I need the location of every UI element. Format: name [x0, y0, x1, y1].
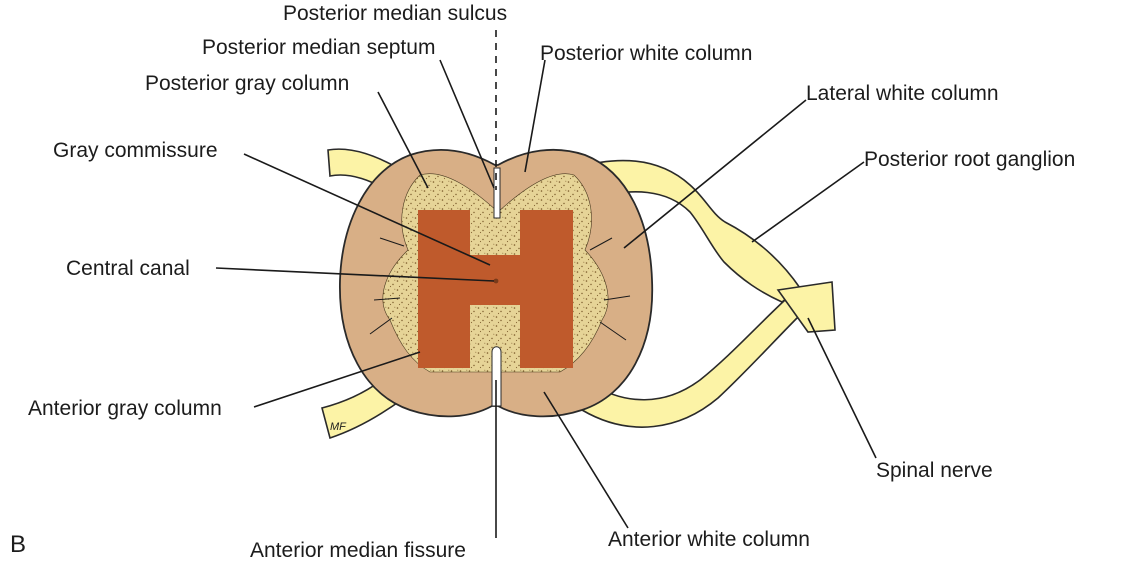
central-canal [493, 278, 499, 284]
label-spinal-nerve: Spinal nerve [876, 459, 993, 482]
label-gray-commissure: Gray commissure [53, 139, 218, 162]
label-posterior-white-column: Posterior white column [540, 42, 752, 65]
panel-letter: B [10, 531, 26, 558]
label-lateral-white-column: Lateral white column [806, 82, 999, 105]
anterior-median-fissure [491, 346, 502, 407]
leader-lateral-white-column [623, 99, 807, 249]
leader-posterior-root-ganglion [751, 161, 865, 243]
label-anterior-white-column: Anterior white column [608, 528, 810, 551]
labels: Posterior median sulcus Posterior median… [10, 2, 1075, 562]
label-posterior-median-septum: Posterior median septum [202, 36, 435, 59]
label-central-canal: Central canal [66, 257, 190, 280]
leader-central-canal [215, 267, 495, 282]
leader-anterior-white-column [543, 391, 629, 529]
posterior-median-septum [493, 167, 501, 219]
label-posterior-root-ganglion: Posterior root ganglion [864, 148, 1075, 171]
leader-anterior-gray-column [253, 351, 421, 408]
label-anterior-gray-column: Anterior gray column [28, 397, 222, 420]
leader-spinal-nerve [807, 317, 877, 459]
spinal-cord [339, 148, 654, 418]
leader-posterior-gray-column [377, 91, 429, 189]
leader-posterior-median-septum [439, 59, 495, 189]
label-posterior-gray-column: Posterior gray column [145, 72, 349, 95]
label-posterior-median-sulcus: Posterior median sulcus [283, 2, 507, 25]
artist-mark: MF [330, 421, 347, 433]
leader-posterior-white-column [524, 59, 546, 173]
leader-lines [215, 59, 877, 538]
label-anterior-median-fissure: Anterior median fissure [250, 539, 466, 562]
spinal-nerve-trunk [776, 281, 836, 333]
gray-matter-radiations [369, 237, 631, 341]
leader-gray-commissure [243, 153, 491, 266]
